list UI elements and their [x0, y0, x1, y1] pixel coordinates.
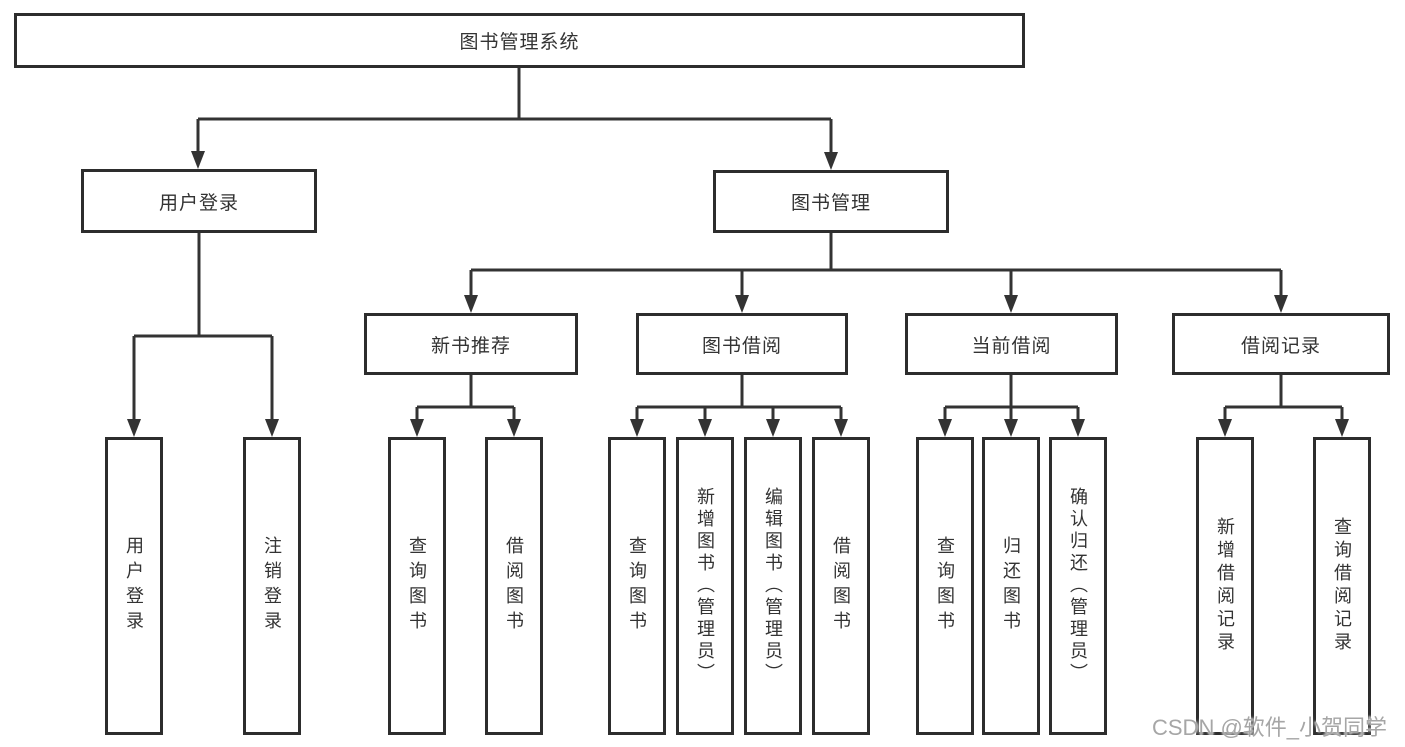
arrowhead-icon — [1071, 419, 1085, 437]
connector-line — [132, 233, 274, 421]
arrowhead-icon — [1274, 295, 1288, 313]
node-leaf-logout: 注销登录 — [243, 437, 301, 735]
node-current-borrowing: 当前借阅 — [905, 313, 1118, 375]
arrowhead-icon — [191, 151, 205, 169]
node-label: 查询借阅记录 — [1332, 517, 1352, 655]
arrowhead-icon — [507, 419, 521, 437]
connector-line — [1223, 375, 1344, 421]
arrowhead-icon — [1004, 295, 1018, 313]
node-label: 编辑图书（管理员） — [763, 487, 783, 685]
node-root-system: 图书管理系统 — [14, 13, 1025, 68]
arrowhead-icon — [464, 295, 478, 313]
arrowhead-icon — [834, 419, 848, 437]
arrowhead-icon — [938, 419, 952, 437]
arrowhead-icon — [1218, 419, 1232, 437]
connector-line — [196, 68, 833, 154]
node-leaf-current-query-book: 查询图书 — [916, 437, 974, 735]
node-leaf-borrowing-query-book: 查询图书 — [608, 437, 666, 735]
arrowheads — [127, 151, 1349, 437]
node-label: 新增借阅记录 — [1215, 517, 1235, 655]
arrowhead-icon — [824, 152, 838, 170]
connector-line — [635, 375, 843, 421]
node-leaf-recommend-borrow-book: 借阅图书 — [485, 437, 543, 735]
arrowhead-icon — [265, 419, 279, 437]
node-user-login-branch: 用户登录 — [81, 169, 317, 233]
node-book-borrowing: 图书借阅 — [636, 313, 848, 375]
node-leaf-recommend-query-book: 查询图书 — [388, 437, 446, 735]
node-book-management-branch: 图书管理 — [713, 170, 949, 233]
node-label: 注销登录 — [262, 536, 282, 636]
node-leaf-user-login: 用户登录 — [105, 437, 163, 735]
node-leaf-query-borrow-record: 查询借阅记录 — [1313, 437, 1371, 735]
node-leaf-borrowing-borrow-book: 借阅图书 — [812, 437, 870, 735]
node-leaf-confirm-return-admin: 确认归还（管理员） — [1049, 437, 1107, 735]
node-label: 归还图书 — [1001, 536, 1021, 636]
connector-root-to-level1 — [196, 68, 833, 154]
connector-recommend-to-leaves — [415, 375, 516, 421]
node-label: 借阅图书 — [831, 536, 851, 636]
connector-line — [469, 233, 1283, 297]
connector-borrow-to-leaves — [635, 375, 843, 421]
connector-current-to-leaves — [943, 375, 1080, 421]
arrowhead-icon — [127, 419, 141, 437]
node-label: 查询图书 — [407, 536, 427, 636]
node-label: 新增图书（管理员） — [695, 487, 715, 685]
connector-records-to-leaves — [1223, 375, 1344, 421]
connector-line — [415, 375, 516, 421]
node-label: 借阅图书 — [504, 536, 524, 636]
node-label: 查询图书 — [935, 536, 955, 636]
arrowhead-icon — [698, 419, 712, 437]
arrowhead-icon — [630, 419, 644, 437]
node-label: 确认归还（管理员） — [1068, 487, 1088, 685]
connector-mgmt-to-level2 — [469, 233, 1283, 297]
node-leaf-add-book-admin: 新增图书（管理员） — [676, 437, 734, 735]
connector-login-to-leaves — [132, 233, 274, 421]
node-leaf-return-book: 归还图书 — [982, 437, 1040, 735]
csdn-watermark: CSDN @软件_小贺同学 — [1152, 715, 1388, 740]
arrowhead-icon — [1335, 419, 1349, 437]
node-label: 查询图书 — [627, 536, 647, 636]
arrowhead-icon — [1004, 419, 1018, 437]
node-leaf-edit-book-admin: 编辑图书（管理员） — [744, 437, 802, 735]
arrowhead-icon — [766, 419, 780, 437]
arrowhead-icon — [410, 419, 424, 437]
node-borrowing-records: 借阅记录 — [1172, 313, 1390, 375]
connector-line — [943, 375, 1080, 421]
node-label: 用户登录 — [124, 536, 144, 636]
arrowhead-icon — [735, 295, 749, 313]
node-leaf-add-borrow-record: 新增借阅记录 — [1196, 437, 1254, 735]
node-new-book-recommend: 新书推荐 — [364, 313, 578, 375]
